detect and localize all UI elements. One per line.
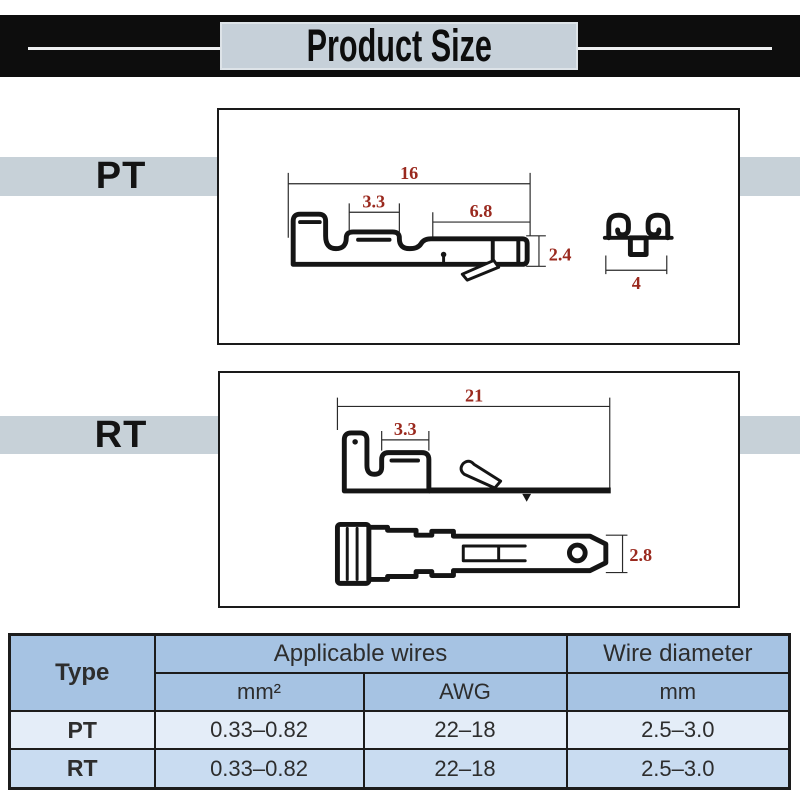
rt-mm2-cell: 0.33–0.82 (153, 748, 365, 790)
rt-crimp-cap (334, 521, 372, 586)
pt-diagram-box: 16 3.3 6.8 2.4 4 (217, 108, 740, 345)
col-header-applicable-wires: Applicable wires (153, 633, 568, 674)
rt-section-label: RT (94, 413, 148, 456)
rt-type-cell: RT (8, 748, 156, 790)
pt-lance-barb (460, 258, 501, 282)
rt-lance-barb (459, 459, 503, 490)
pt-technical-drawing: 16 3.3 6.8 2.4 4 (287, 163, 674, 293)
pt-dim-total-length: 16 (400, 163, 418, 183)
pt-dimension-lines (287, 172, 668, 275)
rt-mm-cell: 2.5–3.0 (565, 748, 791, 790)
sub-header-awg: AWG (362, 672, 568, 712)
col-header-wire-diameter: Wire diameter (565, 633, 791, 674)
pt-end-view-slot (627, 235, 649, 257)
rt-technical-drawing: 21 3.3 2.8 (334, 386, 652, 586)
sub-header-mm2: mm² (153, 672, 365, 712)
pt-mm2-cell: 0.33–0.82 (153, 710, 365, 750)
rt-dim-slot-width: 3.3 (394, 419, 417, 439)
pt-awg-cell: 22–18 (362, 710, 568, 750)
title-connector-line-left (28, 47, 230, 50)
spec-table-header-row-2: mm² AWG mm (10, 672, 791, 712)
pt-section-label: PT (95, 155, 147, 197)
rt-pin-hole (566, 542, 588, 564)
pt-end-view (602, 212, 674, 257)
pt-dim-tail-length: 6.8 (470, 201, 493, 221)
pt-dim-tail-height: 2.4 (549, 244, 572, 264)
rt-awg-cell: 22–18 (362, 748, 568, 790)
pt-dim-slot-width: 3.3 (362, 191, 385, 211)
pt-dim-end-width: 4 (632, 273, 641, 293)
spec-table: Type Applicable wires Wire diameter mm² … (8, 633, 792, 790)
rt-diagram-box: 21 3.3 2.8 (218, 371, 740, 608)
page-title: Product Size (306, 20, 492, 71)
table-row-rt: RT 0.33–0.82 22–18 2.5–3.0 (8, 748, 791, 790)
pt-side-profile (290, 211, 530, 282)
rt-pin-view (334, 521, 609, 586)
pt-mm-cell: 2.5–3.0 (565, 710, 791, 750)
title-panel: Product Size (220, 20, 578, 71)
rt-profile-dot (352, 439, 358, 445)
sub-header-mm: mm (565, 672, 791, 712)
title-connector-line-right (568, 47, 772, 50)
rt-dim-total-length: 21 (465, 386, 483, 406)
spec-table-header-row-1: Type Applicable wires Wire diameter (8, 633, 791, 712)
col-header-type: Type (8, 633, 156, 712)
pt-nub-dot (440, 251, 447, 258)
pt-type-cell: PT (8, 710, 156, 750)
rt-bar-tick (522, 493, 532, 502)
rt-dimension-lines (336, 397, 628, 574)
table-row-pt: PT 0.33–0.82 22–18 2.5–3.0 (8, 710, 791, 750)
rt-side-profile (341, 430, 611, 502)
rt-dim-pin-height: 2.8 (629, 545, 652, 565)
